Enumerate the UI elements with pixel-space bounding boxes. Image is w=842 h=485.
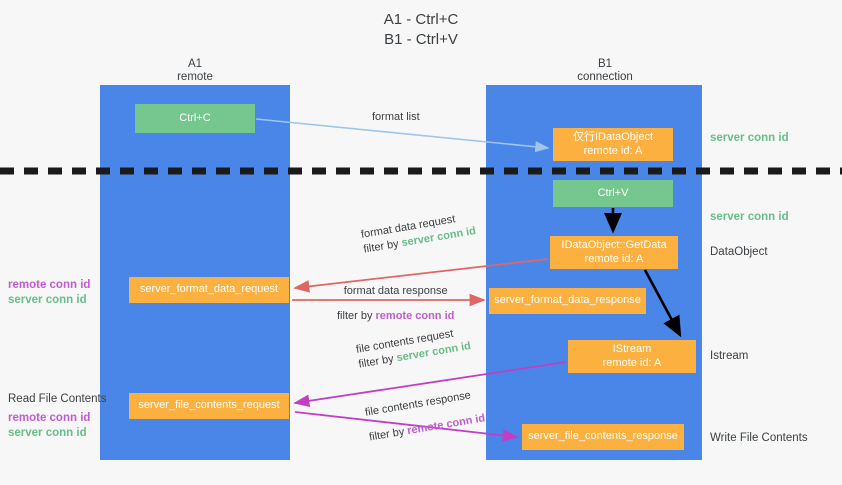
- node-ctrl-v[interactable]: Ctrl+V: [553, 180, 673, 207]
- edge-label-file-contents-request: file contents request filter by server c…: [355, 324, 472, 372]
- edge-label-file-contents-response: file contents response filter by remote …: [364, 387, 486, 446]
- node-ctrl-v-label: Ctrl+V: [597, 186, 629, 199]
- filter-value-remote-conn-id: remote conn id: [406, 412, 487, 438]
- lane-a1-name: A1: [187, 58, 203, 70]
- title-line-1: A1 - Ctrl+C: [383, 11, 459, 28]
- node-format-data-response-label: server_format_data_response: [494, 294, 641, 307]
- lane-a1-role: remote: [177, 71, 213, 83]
- node-getdata-line2: remote id: A: [584, 252, 644, 265]
- node-idataobject-getdata[interactable]: IDataObject::GetData remote id: A: [550, 236, 678, 269]
- side-label-remote-conn-id-1: remote conn id: [8, 279, 91, 291]
- lane-header-b1: B1 connection: [530, 58, 680, 84]
- edge-label-format-list: format list: [372, 110, 420, 125]
- node-ctrl-c-label: Ctrl+C: [179, 111, 211, 124]
- side-label-server-conn-id-top: server conn id: [710, 132, 789, 144]
- page-title: A1 - Ctrl+C B1 - Ctrl+V: [0, 10, 842, 50]
- node-istream[interactable]: IStream remote id: A: [568, 340, 696, 373]
- node-istream-line2: remote id: A: [602, 356, 662, 369]
- lane-b1-name: B1: [597, 58, 613, 70]
- node-idataobject-line2: remote id: A: [583, 144, 643, 157]
- side-label-dataobject: DataObject: [710, 246, 768, 258]
- node-idataobject[interactable]: 仅行IDataObject remote id: A: [553, 128, 673, 161]
- node-ctrl-c[interactable]: Ctrl+C: [135, 104, 255, 133]
- side-label-istream: Istream: [710, 350, 749, 362]
- edge-label-format-data-response-filter: filter by remote conn id: [337, 309, 454, 324]
- side-label-remote-conn-id-2: remote conn id: [8, 412, 91, 424]
- node-server-file-contents-response[interactable]: server_file_contents_response: [522, 424, 684, 450]
- node-server-file-contents-request[interactable]: server_file_contents_request: [129, 393, 289, 419]
- side-label-server-conn-id-2: server conn id: [8, 427, 87, 439]
- node-file-contents-request-label: server_file_contents_request: [138, 399, 280, 412]
- edge-label-format-list-text: format list: [372, 111, 420, 123]
- edge-label-format-data-request: format data request filter by server con…: [360, 209, 477, 257]
- node-server-format-data-response[interactable]: server_format_data_response: [489, 288, 646, 314]
- side-label-read-file-contents: Read File Contents: [8, 393, 107, 405]
- lane-b1-role: connection: [577, 71, 633, 83]
- edge-label-format-data-response: format data response filter by remote co…: [337, 284, 454, 324]
- title-line-2: B1 - Ctrl+V: [384, 31, 458, 48]
- node-idataobject-line1: 仅行IDataObject: [572, 131, 654, 143]
- node-getdata-line1: IDataObject::GetData: [561, 239, 667, 251]
- lane-header-a1: A1 remote: [120, 58, 270, 84]
- filter-prefix: filter by: [368, 425, 409, 444]
- node-file-contents-response-label: server_file_contents_response: [528, 430, 678, 443]
- side-label-conn-id-group-2: remote conn id server conn id: [8, 411, 90, 441]
- edge-label-format-data-response-line1: format data response: [343, 285, 448, 297]
- node-format-data-request-label: server_format_data_request: [139, 283, 279, 296]
- side-label-conn-id-group-1: remote conn id server conn id: [8, 278, 90, 308]
- filter-prefix: filter by: [337, 310, 376, 322]
- node-server-format-data-request[interactable]: server_format_data_request: [129, 277, 289, 303]
- side-label-server-conn-id-mid: server conn id: [710, 211, 789, 223]
- side-label-write-file-contents: Write File Contents: [710, 432, 808, 444]
- node-istream-line1: IStream: [612, 343, 652, 355]
- filter-value-remote-conn-id: remote conn id: [375, 310, 455, 322]
- side-label-server-conn-id-1: server conn id: [8, 294, 87, 306]
